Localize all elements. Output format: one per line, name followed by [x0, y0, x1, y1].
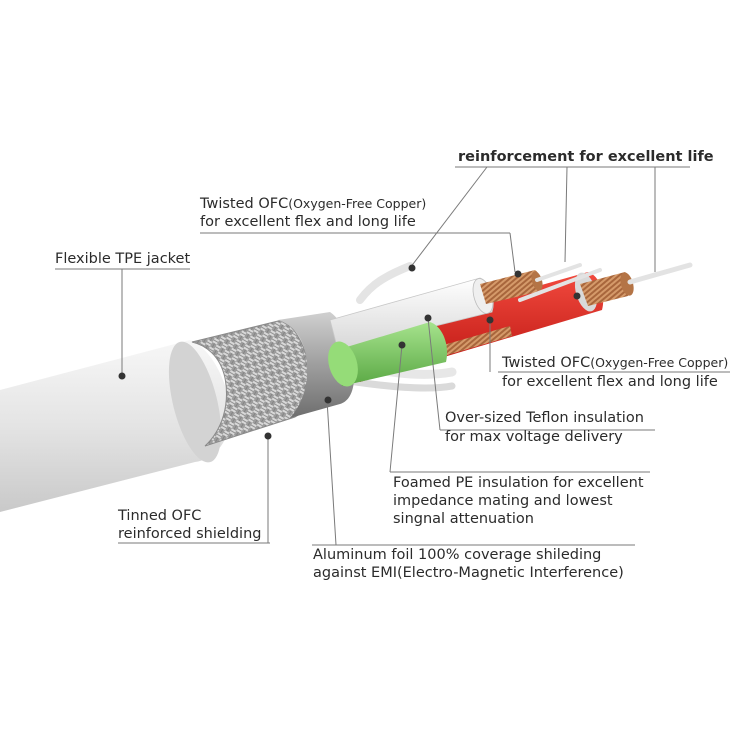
- label-twisted-ofc-top-line1: Twisted OFC(Oxygen-Free Copper): [200, 195, 426, 213]
- label-tpe-jacket: Flexible TPE jacket: [55, 251, 191, 267]
- label-teflon-line1: Over-sized Teflon insulation: [445, 410, 644, 426]
- leader-dots: [118, 264, 581, 440]
- leader-lines: [55, 166, 730, 546]
- twisted-ofc-right-title: Twisted OFC: [502, 355, 591, 371]
- white-conductor: [329, 270, 543, 351]
- label-tinned-line2: reinforced shielding: [118, 526, 262, 542]
- label-foamed-line1: Foamed PE insulation for excellent: [393, 475, 644, 491]
- green-conductor: [328, 322, 448, 387]
- label-twisted-ofc-top-line2: for excellent flex and long life: [200, 214, 416, 230]
- twisted-ofc-top-paren: (Oxygen-Free Copper): [288, 196, 427, 211]
- label-tinned-line1: Tinned OFC: [118, 508, 202, 524]
- label-foil-line1: Aluminum foil 100% coverage shileding: [313, 547, 602, 563]
- label-twisted-ofc-right-line1: Twisted OFC(Oxygen-Free Copper): [502, 354, 728, 372]
- twisted-ofc-right-paren: (Oxygen-Free Copper): [590, 355, 729, 370]
- label-reinforcement: reinforcement for excellent life: [458, 149, 714, 165]
- braided-shield: [191, 319, 311, 447]
- label-foamed-line3: singnal attenuation: [393, 511, 534, 527]
- label-foamed-line2: impedance mating and lowest: [393, 493, 613, 509]
- label-twisted-ofc-right-line2: for excellent flex and long life: [502, 374, 718, 390]
- label-foil-line2: against EMI(Electro-Magnetic Interferenc…: [313, 565, 624, 581]
- label-teflon-line2: for max voltage delivery: [445, 429, 623, 445]
- twisted-ofc-top-title: Twisted OFC: [200, 196, 289, 212]
- reinforcement-fibers: [518, 262, 693, 302]
